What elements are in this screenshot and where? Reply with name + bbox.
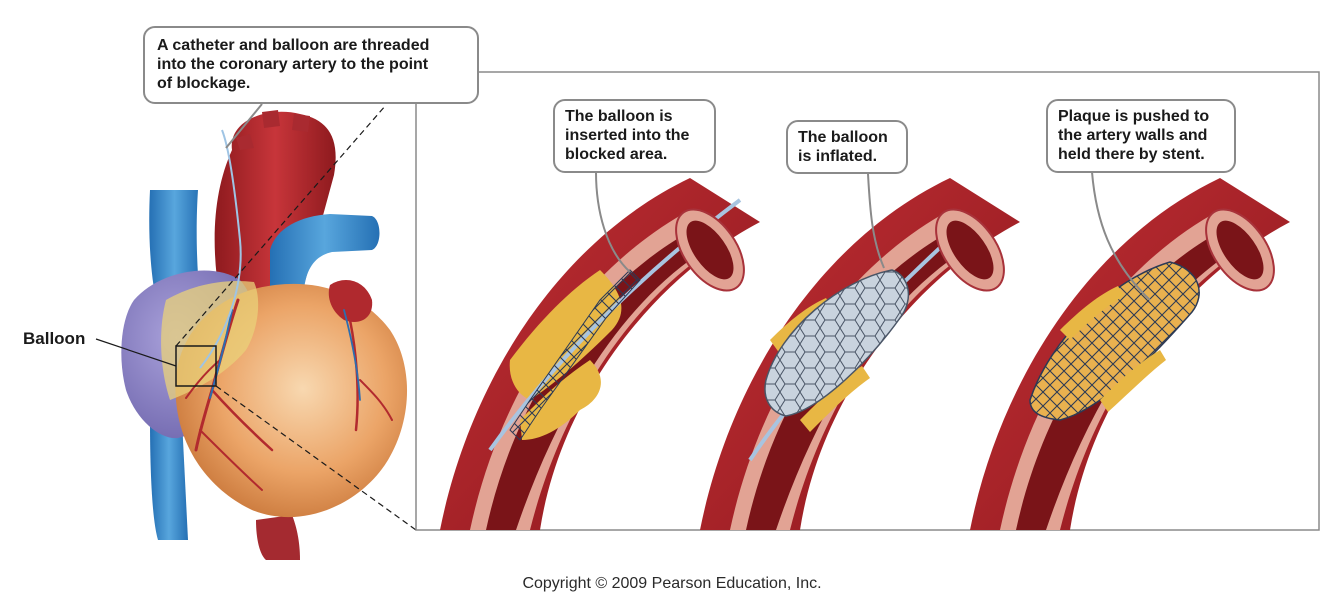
- plaque-1: [509, 270, 622, 400]
- stent-callout: Plaque is pushed to the artery walls and…: [1046, 99, 1236, 173]
- coronary-vessels: [185, 298, 393, 491]
- copyright-notice: Copyright © 2009 Pearson Education, Inc.: [522, 575, 822, 592]
- aortic-branch-3: [292, 114, 310, 132]
- zoom-guide-top: [175, 104, 387, 347]
- catheter-callout: A catheter and balloon are threaded into…: [143, 26, 479, 104]
- balloon-inserted-callout: The balloon is inserted into the blocked…: [553, 99, 716, 173]
- inserted-callout-pointer: [595, 171, 631, 273]
- balloon-label: Balloon: [23, 329, 86, 348]
- catheter-wire: [199, 129, 242, 369]
- artery-panel-inserted: [440, 178, 760, 530]
- heart-illustration: [121, 110, 408, 560]
- inferior-vena-cava: [150, 420, 188, 540]
- left-atrium: [328, 280, 373, 322]
- balloon-inflated-callout: The balloon is inflated.: [786, 120, 908, 174]
- aortic-branch-2: [262, 110, 280, 128]
- pulmonary-artery: [270, 214, 380, 300]
- aortic-branch-1: [236, 134, 254, 150]
- plaque-3b: [1100, 350, 1166, 412]
- artery-panel-inflated: [700, 178, 1020, 530]
- plaque-1b: [520, 360, 601, 440]
- plaque-3a: [1060, 286, 1124, 340]
- deflated-balloon-mesh: [509, 269, 641, 441]
- artery-panel-stent: [970, 178, 1290, 530]
- stent-callout-pointer: [1091, 171, 1151, 301]
- descending-aorta: [256, 515, 300, 560]
- zoom-guide-bottom: [215, 385, 417, 531]
- inflated-callout-pointer: [867, 173, 885, 269]
- balloon-leader-line: [95, 338, 177, 367]
- plaque-2b: [800, 366, 870, 432]
- catheter-callout-pointer: [225, 103, 263, 149]
